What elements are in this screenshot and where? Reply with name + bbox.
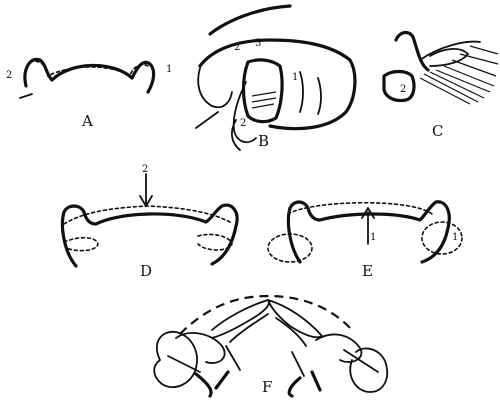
panel-b-hand: 2 3 1 2 B: [196, 6, 355, 150]
panel-f: F: [154, 296, 387, 396]
panel-b-label-1: 1: [292, 72, 298, 83]
panel-e-letter: E: [362, 262, 373, 280]
panel-a-label-2: 2: [6, 70, 12, 81]
panel-b-label-3: 3: [255, 38, 261, 49]
panel-d: 2 D: [63, 164, 238, 280]
panel-b-label-2-top: 2: [234, 42, 240, 53]
panel-b-label-2-bottom: 2: [240, 118, 246, 129]
panel-e: 1 1 E: [268, 202, 462, 280]
panel-a-label-1: 1: [166, 64, 172, 75]
panel-c-letter: C: [432, 122, 443, 140]
panel-b-letter: B: [258, 132, 269, 150]
panel-c: 2 C: [384, 33, 498, 141]
panel-a: 2 1 A: [6, 59, 172, 130]
panel-f-letter: F: [262, 378, 272, 396]
panel-d-label-2: 2: [142, 164, 148, 175]
panel-d-letter: D: [140, 262, 152, 280]
panel-e-label-1-center: 1: [370, 232, 376, 243]
panel-a-letter: A: [81, 112, 93, 130]
panel-e-label-1-right: 1: [452, 232, 458, 243]
panel-c-label-2: 2: [400, 84, 406, 95]
